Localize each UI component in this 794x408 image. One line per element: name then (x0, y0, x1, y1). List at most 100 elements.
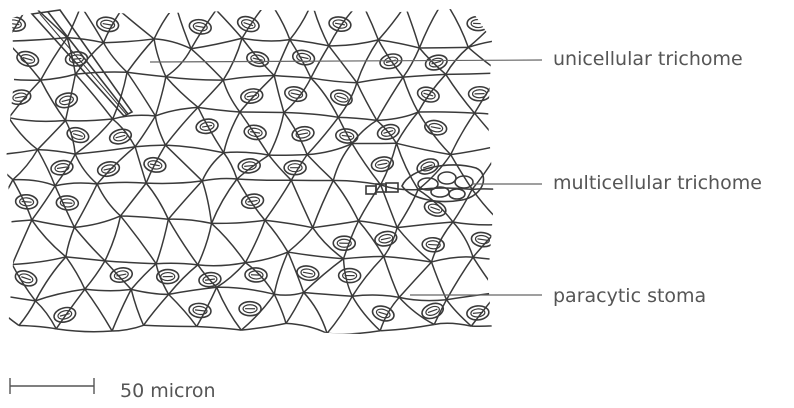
stoma (241, 193, 265, 210)
cell-wall (38, 150, 76, 155)
cell-wall (446, 293, 497, 300)
cell-wall (104, 43, 128, 73)
cell-wall (453, 222, 473, 257)
cell-wall (131, 289, 168, 294)
stoma (143, 156, 167, 174)
cell-wall (265, 220, 313, 227)
cell-wall (191, 49, 223, 80)
cell-wall (396, 112, 418, 143)
cell-wall (120, 11, 154, 39)
cell-wall (6, 2, 29, 41)
cell-wall (131, 264, 156, 290)
cell-wall (224, 152, 269, 155)
cell-wall (0, 224, 12, 265)
cell-wall (155, 77, 165, 116)
cell-wall (333, 181, 358, 221)
cell-wall (13, 150, 38, 180)
cell-wall (166, 77, 198, 108)
cell-wall (198, 263, 246, 266)
cell-wall (503, 224, 526, 261)
cell-wall (419, 47, 468, 48)
cell-wall (156, 263, 198, 265)
cell-wall (451, 113, 475, 154)
cell-wall (304, 292, 353, 296)
cell-wall (359, 221, 398, 228)
cell-wall (224, 112, 240, 153)
cell-wall (85, 289, 131, 291)
cell-wall (0, 155, 13, 180)
cell-wall (120, 5, 175, 12)
cell-wall (127, 72, 155, 116)
cell-wall (135, 145, 165, 147)
cell-wall (504, 13, 519, 39)
cell-wall (377, 77, 403, 120)
cell-wall (75, 154, 97, 184)
cell-wall (120, 183, 146, 216)
cell-wall (146, 183, 168, 219)
cell-wall (81, 6, 120, 11)
cell-wall (75, 119, 112, 154)
cell-wall (432, 262, 447, 300)
cell-wall (12, 220, 32, 265)
cell-wall (245, 252, 287, 263)
cell-wall (311, 78, 357, 83)
stoma (198, 271, 222, 288)
cell-wall (361, 1, 405, 6)
cell-wall (472, 145, 502, 189)
cell-wall (432, 257, 474, 262)
cell-wall (453, 222, 503, 225)
cell-wall (286, 292, 304, 323)
cell-wall (0, 77, 9, 118)
cell-wall (224, 153, 237, 179)
cell-wall (127, 72, 166, 77)
cell-wall (13, 180, 55, 186)
cell-wall (502, 145, 516, 192)
cell-wall (313, 181, 334, 228)
stoma (291, 48, 315, 66)
cell-wall (313, 228, 344, 259)
cell-wall (419, 0, 444, 48)
stoma (13, 268, 38, 288)
cell-wall (85, 289, 112, 331)
cell-wall (0, 150, 38, 156)
cell-wall (166, 49, 191, 77)
cell-wall (444, 0, 468, 47)
cell-wall (155, 116, 165, 145)
cell-wall (29, 2, 81, 6)
cell-wall (405, 6, 419, 48)
cell-wall (65, 119, 112, 121)
cell-wall (418, 112, 451, 155)
cell-wall (168, 219, 197, 265)
cell-wall (500, 73, 511, 121)
cell-wall (66, 227, 74, 256)
cell-wall (32, 220, 75, 227)
cell-wall (399, 262, 431, 297)
cell-wall (81, 6, 104, 43)
cell-wall (41, 74, 76, 80)
stoma (424, 53, 449, 72)
cell-wall (165, 145, 223, 153)
cell-wall (245, 220, 264, 262)
cell-wall (475, 73, 501, 113)
cell-wall (498, 261, 526, 292)
cell-wall (265, 180, 291, 220)
cell-wall (9, 118, 66, 122)
cell-wall (113, 115, 156, 119)
cell-wall (396, 143, 418, 189)
cell-wall (311, 78, 338, 117)
cell-wall (313, 221, 359, 228)
cell-wall (223, 76, 274, 81)
cell-wall (288, 228, 313, 252)
cell-wall (403, 77, 418, 112)
leader-unicellular (150, 60, 542, 62)
cell-wall (473, 224, 503, 257)
cell-wall (120, 216, 156, 264)
cell-wall (304, 292, 327, 333)
cell-wall (198, 80, 223, 107)
cell-wall (237, 179, 265, 220)
cell-wall (135, 116, 155, 147)
cell-wall (55, 183, 97, 186)
cell-wall (473, 257, 526, 261)
cell-wall (66, 257, 85, 289)
scale-bar-label: 50 micron (120, 380, 216, 402)
